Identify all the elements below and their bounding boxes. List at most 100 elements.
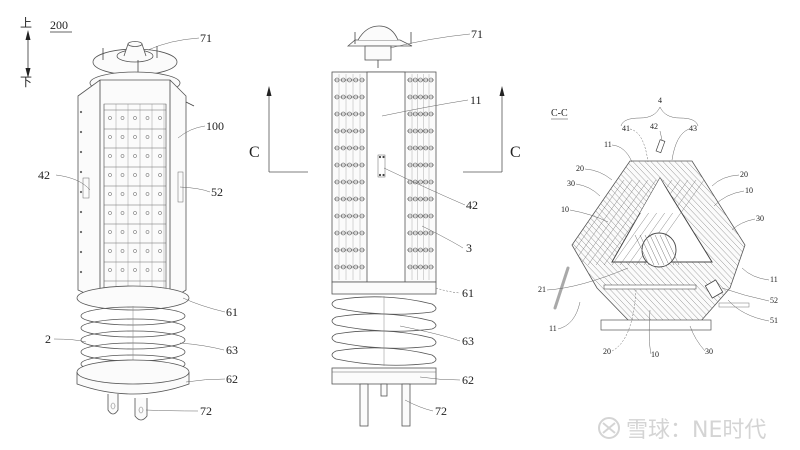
section-marker-left: C [249, 86, 308, 173]
side-rivet [79, 190, 83, 194]
label-10-right: 10 [745, 186, 753, 195]
cell-bolt [120, 192, 125, 196]
cell-bolt [120, 173, 125, 177]
cell-terminal [347, 264, 352, 270]
hatch-line [619, 179, 681, 266]
label-72-mid: 72 [435, 404, 447, 418]
cell-bolt [145, 230, 150, 234]
hatch-line [645, 161, 745, 322]
cell-bolt [158, 135, 162, 139]
cell-terminal [423, 196, 429, 202]
hatch-line [651, 161, 745, 322]
hatch-line [772, 150, 800, 340]
cell-bolt [133, 192, 137, 196]
spring-coil [331, 313, 437, 332]
cell-terminal [418, 162, 423, 168]
cell-terminal [353, 230, 359, 236]
side-rivet [79, 210, 83, 214]
hatch-line [595, 179, 657, 266]
cell-terminal [340, 162, 346, 168]
cell-bolt [158, 230, 162, 234]
side-rivet [79, 170, 83, 174]
cell-bolt [108, 173, 112, 177]
orientation-down: 下 [20, 75, 32, 89]
cell-terminal [412, 213, 418, 219]
hatch-line [572, 161, 683, 322]
cell-bolt [145, 154, 150, 158]
cell-terminal [412, 162, 418, 168]
cell-terminal [353, 77, 359, 83]
watermark-text: 雪球：NE时代 [626, 418, 766, 443]
cell-terminal [353, 162, 359, 168]
hatch-line [663, 161, 745, 322]
cell-bolt [145, 211, 150, 215]
cell-terminal [423, 179, 429, 185]
cell-terminal [340, 213, 346, 219]
cell-terminal [340, 111, 346, 117]
hatch-line [572, 161, 671, 322]
cell-terminal [418, 111, 423, 117]
label-11-top: 11 [604, 140, 612, 149]
cell-terminal [423, 145, 429, 151]
cell-bolt [120, 116, 125, 120]
cell-bolt [133, 268, 137, 272]
front-view-labels: 71 11 42 3 61 63 62 72 [381, 27, 483, 418]
hatch-line [760, 150, 800, 340]
cell-terminal [423, 213, 429, 219]
cell-bolt [108, 116, 112, 120]
spring-coil [331, 330, 437, 349]
hatch-line [572, 161, 593, 322]
cell-terminal [340, 77, 346, 83]
cell-terminal [423, 128, 429, 134]
cell-terminal [418, 94, 423, 100]
cell-terminal [423, 264, 429, 270]
label-100: 100 [206, 119, 224, 133]
hatch-line [633, 161, 745, 322]
label-30-right: 30 [756, 214, 764, 223]
cell-bolt [108, 249, 112, 253]
cell-terminal [418, 196, 423, 202]
core-hatch [654, 234, 670, 266]
hatch-line [572, 161, 695, 322]
orientation-up: 上 [20, 16, 32, 30]
cell-terminal [418, 264, 423, 270]
cell-terminal [347, 196, 352, 202]
hatch-line [587, 179, 649, 266]
cell-bolt [158, 268, 162, 272]
cell-terminal [353, 264, 359, 270]
cell-bolt [145, 268, 150, 272]
cell-terminal [418, 230, 423, 236]
label-62-mid: 62 [462, 373, 474, 387]
cell-bolt [120, 230, 125, 234]
cell-terminal [353, 196, 359, 202]
section-title: C-C [551, 108, 568, 119]
cell-terminal [353, 145, 359, 151]
core-hatch [634, 234, 650, 266]
cell-terminal [418, 77, 423, 83]
hatch-line [572, 161, 689, 322]
label-10-bottom: 10 [651, 350, 659, 359]
cell-terminal [340, 264, 346, 270]
side-rivet [79, 110, 83, 114]
cell-bolt [158, 192, 162, 196]
cell-terminal [347, 128, 352, 134]
section-view-labels: 4 41 42 43 11 20 30 10 20 10 30 21 11 11… [538, 96, 778, 359]
cell-bolt [108, 230, 112, 234]
label-52-left: 52 [211, 185, 223, 199]
cell-bolt [108, 192, 112, 196]
cell-bolt [145, 192, 150, 196]
cell-terminal [347, 247, 352, 253]
cell-bolt [145, 135, 150, 139]
label-52-section: 52 [770, 296, 778, 305]
section-letter-left: C [249, 144, 260, 161]
front-view [331, 25, 437, 427]
side-rivet [79, 230, 83, 234]
cell-terminal [353, 94, 359, 100]
label-11-mid: 11 [470, 93, 482, 107]
label-20-left: 20 [576, 164, 584, 173]
cell-bolt [145, 116, 150, 120]
cell-terminal [340, 94, 346, 100]
cell-terminal [423, 111, 429, 117]
cell-terminal [353, 213, 359, 219]
hatch-line [778, 150, 800, 340]
